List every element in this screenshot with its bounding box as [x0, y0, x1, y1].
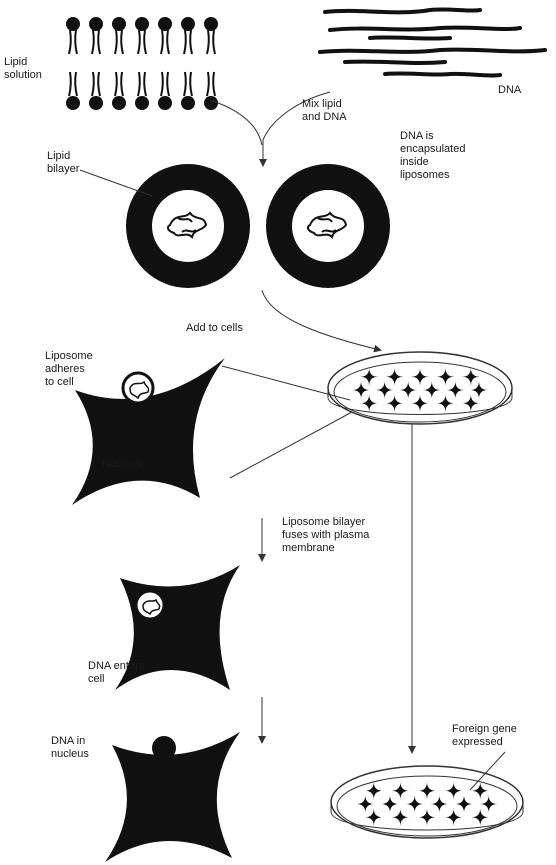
- label-enters: DNA enters cell: [88, 660, 144, 686]
- petri-dish-bottom: [331, 766, 523, 838]
- lipid-tail: [138, 30, 146, 54]
- bilayer-pointer: [80, 170, 152, 196]
- lipid-tail: [115, 30, 123, 54]
- cell-adhering: [72, 358, 225, 505]
- label-adheres: Liposome adheres to cell: [45, 350, 93, 389]
- lipid-tail: [161, 30, 169, 54]
- lipid-tail: [92, 30, 100, 54]
- lipid-head: [89, 96, 103, 110]
- add-to-cells-arrow: [262, 290, 380, 350]
- label-dna: DNA: [498, 84, 521, 97]
- lipid-tail: [69, 30, 77, 54]
- lipid-tail: [138, 72, 146, 96]
- label-lipid-bilayer: Lipid bilayer: [47, 150, 79, 176]
- lipid-head: [135, 96, 149, 110]
- lipid-head: [89, 17, 103, 31]
- lipid-head: [112, 17, 126, 31]
- lipid-head: [158, 96, 172, 110]
- lipid-bilayer-solution: [66, 17, 218, 110]
- lipid-tail: [115, 72, 123, 96]
- lipid-head: [204, 17, 218, 31]
- lipid-head: [181, 17, 195, 31]
- label-encapsulated: DNA is encapsulated inside liposomes: [400, 130, 465, 182]
- lipid-tail: [184, 30, 192, 54]
- cell-dna-nucleus: [105, 732, 240, 862]
- label-in-nucleus: DNA in nucleus: [51, 735, 89, 761]
- lipid-head: [204, 96, 218, 110]
- lipid-tail: [69, 72, 77, 96]
- label-expressed: Foreign gene expressed: [452, 723, 517, 749]
- lipid-tail: [161, 72, 169, 96]
- lipid-head: [181, 96, 195, 110]
- lipid-tail: [207, 30, 215, 54]
- lipid-tail: [184, 72, 192, 96]
- label-lipid-solution: Lipid solution: [4, 56, 42, 82]
- petri-dish-top: [328, 352, 512, 424]
- lipid-head: [112, 96, 126, 110]
- dna-strands: [320, 9, 545, 75]
- lipid-head: [158, 17, 172, 31]
- label-fuses: Liposome bilayer fuses with plasma membr…: [282, 516, 369, 555]
- lipid-head: [66, 96, 80, 110]
- label-mix: Mix lipid and DNA: [302, 98, 347, 124]
- label-add-to-cells: Add to cells: [186, 322, 243, 335]
- lipid-tail: [207, 72, 215, 96]
- liposome-right: [266, 164, 390, 288]
- lipid-tail: [92, 72, 100, 96]
- label-nucleus: Nucleus: [102, 458, 142, 471]
- liposome-left: [126, 164, 250, 288]
- lipid-head: [66, 17, 80, 31]
- lipid-head: [135, 17, 149, 31]
